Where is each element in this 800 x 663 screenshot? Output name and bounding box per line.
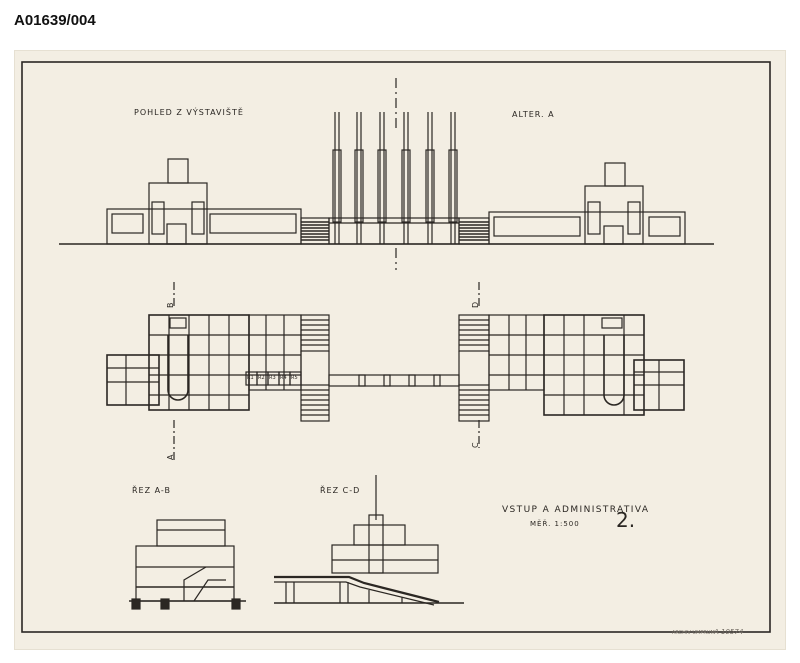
section-cd-tower [368,514,384,574]
section-ab-label: ŘEZ A-B [132,486,172,495]
section-cd-label: ŘEZ C-D [320,486,361,495]
right-ramp [603,335,625,406]
section-ab-outline [135,545,235,602]
pencil-inventory-note: A 10574 [714,628,744,636]
left-pavilion [148,182,208,245]
left-ramp [167,335,189,401]
right-plan-main [543,314,645,416]
architectural-drawing [21,61,771,633]
section-marker-c: C [471,441,480,448]
right-pavilion [584,185,644,245]
pylons [332,112,458,244]
section-marker-d: D [471,300,480,308]
plan-cell-row [245,371,302,386]
title-block-title: VSTUP A ADMINISTRATIVA [502,505,650,515]
plan-cell-label-4: R4 [280,375,287,381]
sheet-border [21,61,771,633]
left-plan-main [148,314,250,411]
alternative-label: ALTER. A [512,110,555,119]
archive-stamp: ARCHIV UMPRUM [672,630,715,636]
section-cd [274,475,464,606]
title-block-scale: MĚŘ. 1:500 [530,520,580,528]
plan-cell-label-1: R1 [247,375,254,381]
section-ab [129,519,246,610]
section-marker-a: A [166,453,175,460]
archive-id: A01639/004 [14,12,96,29]
section-marker-b: B [166,301,175,309]
right-plan-wing [488,314,545,391]
drawing-sheet: POHLED Z VÝSTAVIŠTĚ ALTER. A B A D C R1 … [14,50,786,650]
floor-plan [106,282,685,460]
view-title: POHLED Z VÝSTAVIŠTĚ [134,108,244,117]
elevation-view [59,78,714,270]
central-gate [328,217,460,245]
plan-cell-label-2: R2 [258,375,265,381]
plan-cell-label-5: R5 [291,375,298,381]
sheet-number: 2. [616,508,636,532]
plan-cell-label-3: R3 [269,375,276,381]
